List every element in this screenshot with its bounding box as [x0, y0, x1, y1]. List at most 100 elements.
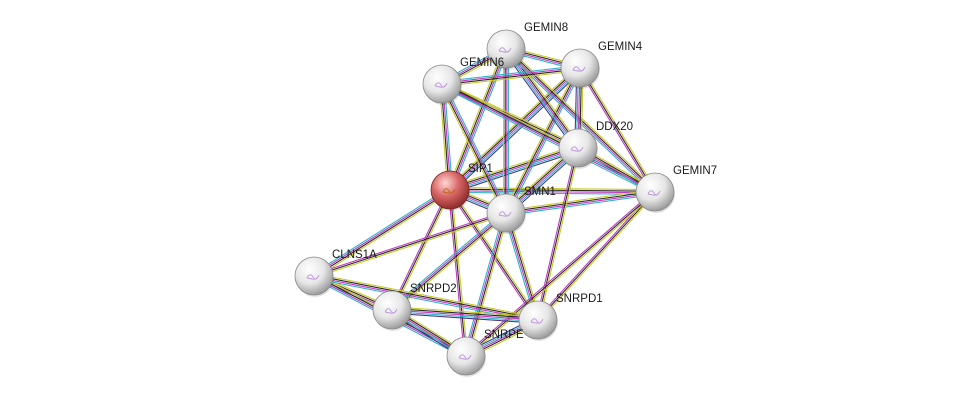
edge-line	[451, 189, 469, 356]
node-ddx20[interactable]: DDX20	[558, 121, 633, 169]
edge-line	[464, 212, 506, 356]
edge-gemin4-gemin6	[441, 65, 581, 87]
edge-line	[449, 190, 655, 194]
node-clns1a[interactable]: CLNS1A	[294, 249, 377, 297]
node-gemin7[interactable]: GEMIN7	[635, 165, 717, 213]
node-sphere[interactable]	[422, 64, 462, 104]
edge-line	[580, 66, 657, 192]
edge-line	[449, 145, 578, 190]
node-sphere[interactable]	[635, 172, 675, 212]
edge-line	[391, 211, 506, 310]
node-gemin8[interactable]: GEMIN8	[486, 22, 568, 70]
edge-line	[449, 147, 579, 191]
edge-line	[451, 49, 509, 192]
edge-line	[313, 188, 450, 276]
edge-line	[448, 66, 580, 190]
node-sphere[interactable]	[558, 128, 598, 168]
protein-structure-icon	[442, 188, 456, 194]
edge-line	[442, 83, 508, 213]
edge-line	[442, 82, 579, 148]
edge-line	[507, 68, 583, 215]
edge-line	[448, 48, 506, 190]
edge-snrpd2-snrpd1	[391, 306, 539, 324]
node-label: GEMIN7	[673, 165, 717, 177]
protein-structure-icon	[306, 274, 320, 280]
edge-line	[505, 190, 655, 213]
edge-line	[440, 85, 655, 195]
edge-smn1-snrpe	[463, 212, 509, 357]
edge-line	[578, 68, 655, 194]
edge-line	[392, 306, 539, 318]
edge-line	[506, 68, 582, 214]
edge-smn1-gemin7	[505, 189, 656, 216]
edge-line	[450, 188, 656, 192]
edge-line	[463, 212, 505, 356]
edge-line	[314, 273, 539, 319]
edge-line	[450, 49, 508, 191]
edge-line	[538, 192, 657, 322]
edge-line	[447, 65, 579, 189]
protein-structure-icon	[570, 146, 584, 152]
edge-line	[506, 192, 656, 215]
protein-structure-icon	[434, 82, 448, 88]
node-label: SNRPE	[484, 329, 524, 341]
node-gemin6[interactable]: GEMIN6	[422, 57, 504, 105]
edge-line	[506, 48, 656, 192]
protein-structure-icon	[384, 308, 398, 314]
edge-line	[450, 68, 582, 192]
node-snrpd1[interactable]: SNRPD1	[518, 293, 603, 341]
node-sphere[interactable]	[486, 29, 526, 69]
node-sphere[interactable]	[446, 336, 486, 376]
edge-line	[503, 66, 579, 213]
protein-structure-icon	[530, 318, 544, 324]
node-sphere[interactable]	[560, 48, 600, 88]
edge-line	[442, 81, 580, 147]
protein-structure-icon	[572, 66, 586, 72]
edge-line	[313, 276, 538, 322]
node-snrpe[interactable]: SNRPE	[446, 329, 524, 377]
node-sip1[interactable]: SIP1	[430, 163, 493, 211]
edge-line	[314, 213, 507, 279]
node-label: DDX20	[596, 121, 633, 133]
edge-line	[390, 189, 450, 310]
edge-line	[312, 187, 450, 275]
edge-line	[466, 213, 508, 357]
node-gemin4[interactable]: GEMIN4	[560, 41, 643, 89]
edge-line	[450, 187, 656, 191]
edge-sip1-gemin4	[447, 65, 583, 193]
edge-smn1-gemin4	[503, 66, 583, 215]
edge-sip1-clns1a	[312, 187, 452, 279]
node-sphere[interactable]	[486, 193, 526, 233]
edge-line	[465, 191, 656, 357]
edge-line	[504, 67, 580, 213]
node-label: SMN1	[524, 186, 556, 198]
edge-line	[314, 190, 451, 278]
node-smn1[interactable]: SMN1	[486, 186, 556, 234]
node-sphere[interactable]	[372, 290, 412, 330]
edge-line	[449, 67, 581, 191]
node-label: SIP1	[468, 163, 493, 175]
edge-line	[506, 193, 656, 216]
edge-line	[442, 68, 581, 86]
edge-line	[313, 277, 538, 323]
edge-line	[442, 69, 581, 87]
node-sphere[interactable]	[518, 300, 558, 340]
edge-line	[314, 191, 452, 279]
node-label: GEMIN8	[524, 22, 568, 34]
edge-line	[441, 66, 580, 84]
edge-line	[539, 148, 581, 321]
protein-structure-icon	[498, 211, 512, 217]
edge-line	[392, 307, 539, 319]
node-label: GEMIN4	[598, 41, 643, 53]
node-label: CLNS1A	[332, 249, 377, 261]
edge-line	[443, 82, 509, 213]
edge-line	[391, 311, 538, 323]
node-sphere[interactable]	[430, 170, 470, 210]
edge-line	[391, 309, 539, 321]
node-snrpd2[interactable]: SNRPD2	[372, 283, 457, 331]
edge-gemin4-gemin7	[578, 66, 657, 194]
edge-line	[314, 274, 539, 320]
edge-line	[537, 147, 579, 321]
node-sphere[interactable]	[294, 256, 334, 296]
